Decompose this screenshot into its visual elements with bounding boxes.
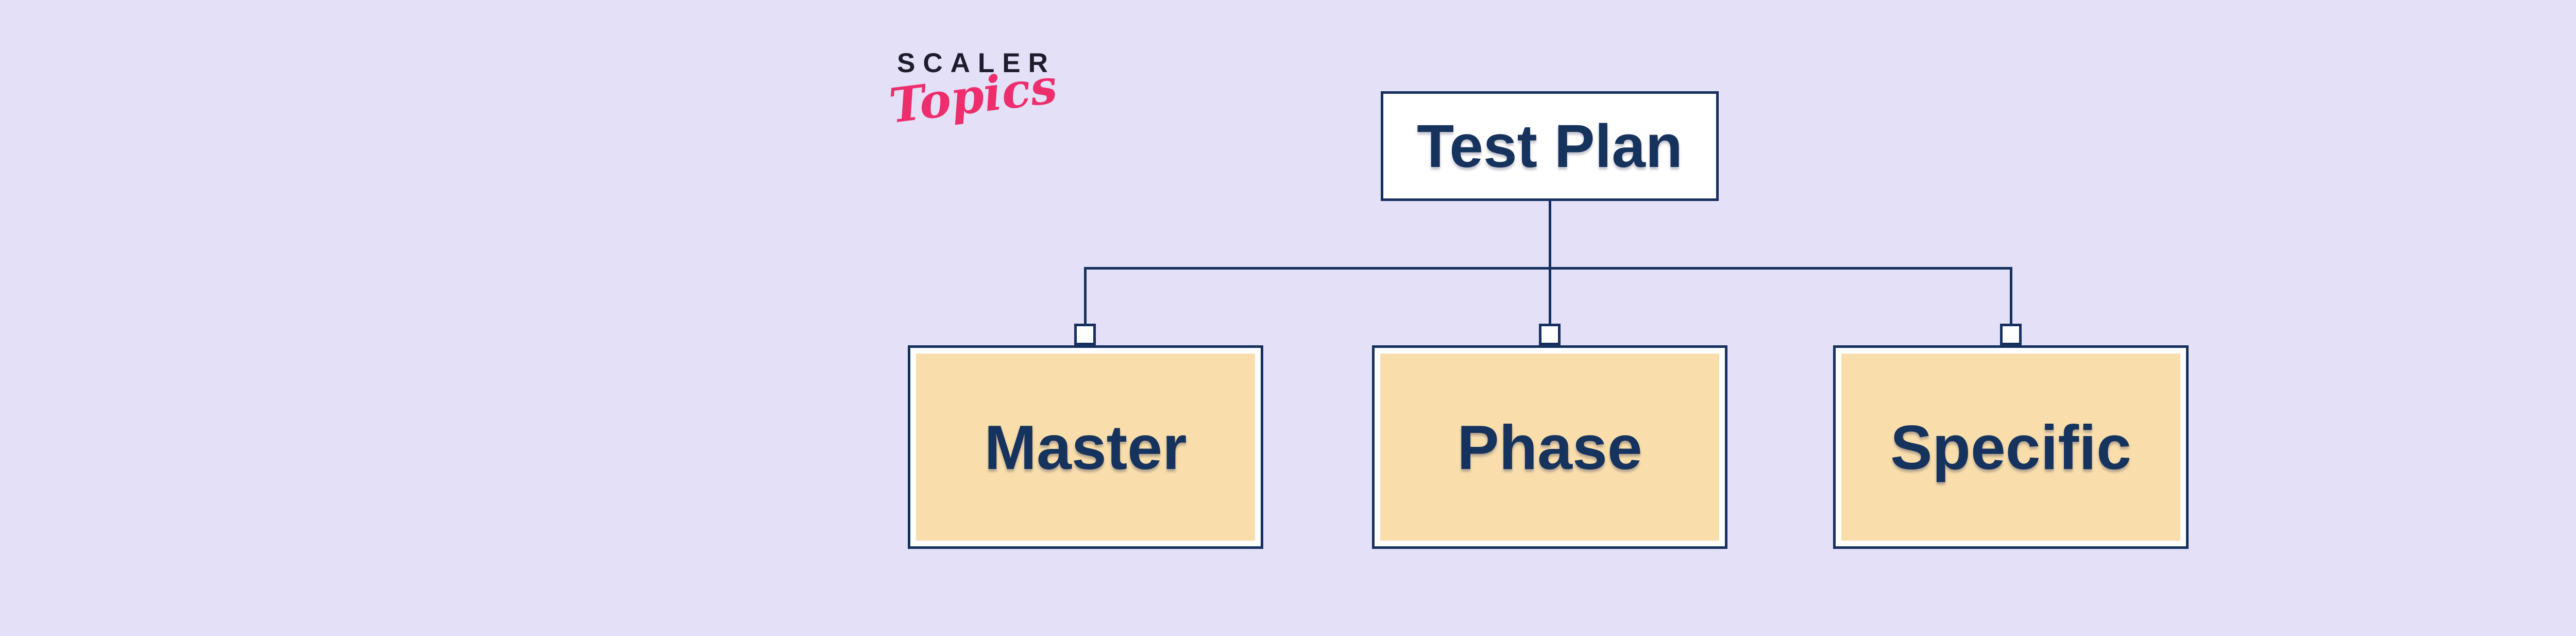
node-master: Master [908,345,1263,549]
node-phase: Phase [1372,345,1727,549]
connector-root-stem [1549,200,1551,325]
logo-wordmark-scaler: SCALER [897,48,1056,78]
connector-anchor-phase [1539,324,1561,345]
node-specific-label: Specific [1890,412,2131,482]
node-phase-label: Phase [1457,412,1642,482]
node-phase-fill: Phase [1380,354,1719,541]
node-specific: Specific [1833,345,2189,549]
node-master-label: Master [984,412,1187,482]
connector-drop-specific [2010,267,2012,325]
logo-wordmark-topics: Topics [886,58,1060,134]
node-test-plan: Test Plan [1381,91,1719,201]
connector-anchor-specific [2000,324,2022,345]
node-specific-fill: Specific [1841,354,2180,541]
node-master-fill: Master [916,354,1255,541]
connector-horizontal-bar [1084,267,2012,270]
node-test-plan-label: Test Plan [1417,112,1683,180]
connector-drop-master [1084,267,1087,325]
scaler-topics-logo: SCALER Topics [886,48,1060,134]
connector-anchor-master [1074,324,1096,345]
